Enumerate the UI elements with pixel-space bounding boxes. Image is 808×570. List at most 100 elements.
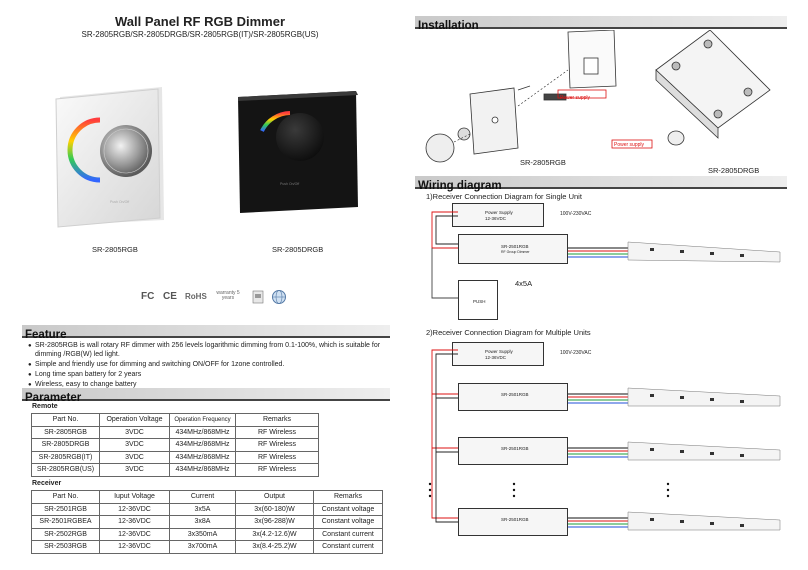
- receiver-box: SR-2501RGB RF Group Dimmer: [458, 234, 568, 264]
- cell: 3x8A: [169, 515, 236, 529]
- feature-item: Long time span battery for 2 years: [28, 371, 388, 380]
- table-row: SR-2805RGB(US) 3VDC 434MHz/868MHz RF Wir…: [31, 463, 319, 477]
- cell: Constant current: [313, 540, 383, 554]
- fc-logo: FC: [141, 291, 155, 302]
- globe-icon: [272, 290, 286, 304]
- receiver-label: Receiver: [32, 480, 62, 487]
- install-label-2: SR-2805DRGB: [708, 166, 760, 175]
- ac-label: 100V-230VAC: [560, 211, 592, 217]
- cell: 434MHz/868MHz: [169, 438, 236, 452]
- cell: 12-36VDC: [99, 540, 170, 554]
- cell: RF Wireless: [235, 438, 319, 452]
- parameter-heading: Parameter: [22, 388, 390, 404]
- cell: 434MHz/868MHz: [169, 425, 236, 439]
- cell: SR-2501RGBEA: [31, 515, 100, 529]
- table-row: SR-2501RGB 12-36VDC 3x5A 3x(60-180)W Con…: [31, 502, 383, 516]
- diagram2-caption: 2)Receiver Connection Diagram for Multip…: [426, 328, 591, 337]
- cell: 3VDC: [99, 425, 170, 439]
- cell: 3VDC: [99, 463, 170, 477]
- table-row: SR-2805RGB(IT) 3VDC 434MHz/868MHz RF Wir…: [31, 450, 319, 464]
- cell: SR-2501RGB: [31, 502, 100, 516]
- cell: RF Wireless: [235, 425, 319, 439]
- page-title: Wall Panel RF RGB Dimmer: [115, 14, 285, 29]
- column-header: Current: [169, 490, 236, 504]
- ac-label-2: 100V-230VAC: [560, 350, 592, 356]
- cell: 12-36VDC: [99, 527, 170, 541]
- wiring-lines: [428, 211, 781, 531]
- cell: 3x(4.2-12.6)W: [235, 527, 314, 541]
- column-header: Output: [235, 490, 314, 504]
- feature-item: SR-2805RGB is wall rotary RF dimmer with…: [28, 342, 388, 359]
- column-header: Part No.: [31, 490, 100, 504]
- table-header-row: Part No. Operation Voltage Operation Fre…: [31, 413, 319, 427]
- column-header: Remarks: [235, 413, 319, 427]
- column-header: Iuput Voltage: [99, 490, 170, 504]
- receiver-box-2c: SR-2501RGB: [458, 508, 568, 536]
- svg-text:Push On/Off: Push On/Off: [110, 200, 129, 204]
- cell: RF Wireless: [235, 450, 319, 464]
- installation-illustration: [425, 30, 771, 163]
- rohs-logo: RoHS: [185, 292, 207, 301]
- remote-label: Remote: [32, 403, 58, 410]
- cell: SR-2805RGB(US): [31, 463, 100, 477]
- ce-logo: CE: [163, 291, 177, 302]
- table-row: SR-2805RGB 3VDC 434MHz/868MHz RF Wireles…: [31, 425, 319, 439]
- receiver-box-2b: SR-2501RGB: [458, 437, 568, 465]
- installation-heading: Installation: [415, 16, 787, 32]
- cell: 3x(60-180)W: [235, 502, 314, 516]
- cell: 12-36VDC: [99, 515, 170, 529]
- feature-list: SR-2805RGB is wall rotary RF dimmer with…: [28, 342, 388, 391]
- certificate-icon: [252, 290, 264, 304]
- cell: 3x700mA: [169, 540, 236, 554]
- table-row: SR-2501RGBEA 12-36VDC 3x8A 3x(96-288)W C…: [31, 515, 383, 529]
- cell: Constant voltage: [313, 515, 383, 529]
- install-label-1: SR-2805RGB: [520, 158, 566, 167]
- cell: 434MHz/868MHz: [169, 463, 236, 477]
- cell: 3VDC: [99, 438, 170, 452]
- cell: 12-36VDC: [99, 502, 170, 516]
- table-row: SR-2502RGB 12-36VDC 3x350mA 3x(4.2-12.6)…: [31, 527, 383, 541]
- column-header: Remarks: [313, 490, 383, 504]
- black-dimmer-image: Push On/Off: [238, 91, 358, 213]
- table-header-row: Part No. Iuput Voltage Current Output Re…: [31, 490, 383, 504]
- cell: 3VDC: [99, 450, 170, 464]
- remote-table: Part No. Operation Voltage Operation Fre…: [31, 413, 319, 477]
- wiring-heading: Wiring diagram: [415, 176, 787, 192]
- cell: 3x(96-288)W: [235, 515, 314, 529]
- feature-item: Simple and friendly use for dimming and …: [28, 361, 388, 370]
- cell: SR-2805DRGB: [31, 438, 100, 452]
- feature-item: Wireless, easy to change battery: [28, 381, 388, 390]
- feature-heading: Feature: [22, 325, 390, 341]
- svg-text:Push On/Off: Push On/Off: [280, 182, 299, 186]
- receiver-box-2a: SR-2501RGB: [458, 383, 568, 411]
- push-panel-box: PUSH: [458, 280, 498, 320]
- cell: SR-2805RGB: [31, 425, 100, 439]
- receiver-table: Part No. Iuput Voltage Current Output Re…: [31, 490, 383, 554]
- power-supply-box: Power Supply 12-36VDC: [452, 203, 544, 227]
- model-list: SR-2805RGB/SR-2805DRGB/SR-2805RGB(IT)/SR…: [81, 30, 319, 39]
- power-supply-label-2: Power supply: [614, 142, 645, 148]
- column-header: Operation Voltage: [99, 413, 170, 427]
- table-row: SR-2503RGB 12-36VDC 3x700mA 3x(8.4-25.2)…: [31, 540, 383, 554]
- cell: SR-2503RGB: [31, 540, 100, 554]
- white-dimmer-image: Push On/Off: [55, 87, 164, 228]
- cell: SR-2805RGB(IT): [31, 450, 100, 464]
- column-header: Part No.: [31, 413, 100, 427]
- table-row: SR-2805DRGB 3VDC 434MHz/868MHz RF Wirele…: [31, 438, 319, 452]
- power-supply-label-1: Power supply: [560, 95, 591, 101]
- cell: Constant current: [313, 527, 383, 541]
- cell: Constant voltage: [313, 502, 383, 516]
- cell: RF Wireless: [235, 463, 319, 477]
- cell: SR-2502RGB: [31, 527, 100, 541]
- cell: 3x5A: [169, 502, 236, 516]
- cell: 434MHz/868MHz: [169, 450, 236, 464]
- warranty-badge: warranty 5 years: [216, 290, 240, 301]
- product-label-white: SR-2805RGB: [92, 245, 138, 254]
- column-header: Operation Frequency: [169, 413, 236, 427]
- product-label-black: SR-2805DRGB: [272, 245, 324, 254]
- cell: 3x(8.4-25.2)W: [235, 540, 314, 554]
- battery-label: 4x5A: [515, 279, 533, 288]
- power-supply-box-2: Power Supply 12-36VDC: [452, 342, 544, 366]
- diagram1-caption: 1)Receiver Connection Diagram for Single…: [426, 192, 582, 201]
- cell: 3x350mA: [169, 527, 236, 541]
